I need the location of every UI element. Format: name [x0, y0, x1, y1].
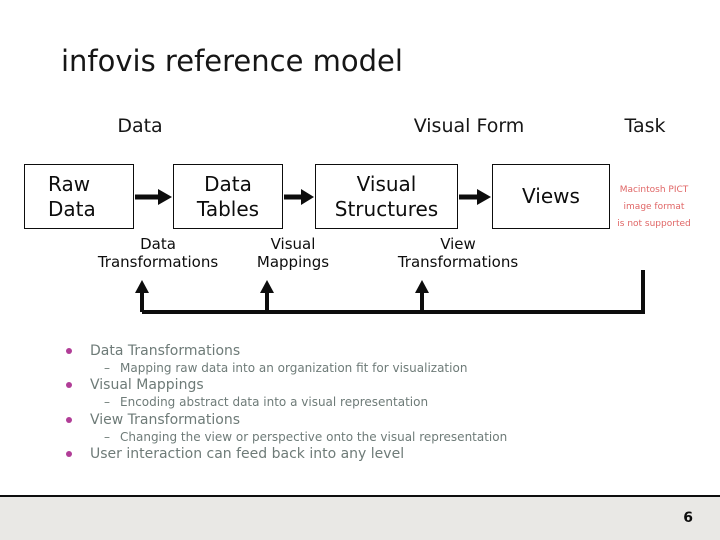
dash-bullet-icon: – [104, 430, 110, 444]
bullet-label: Visual Mappings [90, 377, 204, 393]
bullet-label: Data Transformations [90, 343, 241, 359]
column-header-data: Data [117, 115, 163, 137]
bullet-item-visual-mappings: Visual Mappings [66, 377, 204, 393]
pict-placeholder: Macintosh PICT image format is not suppo… [616, 182, 692, 233]
box-views: Views [492, 164, 610, 229]
bullet-item-data-transformations: Data Transformations [66, 343, 240, 359]
sub-bullet-label: Encoding abstract data into a visual rep… [120, 395, 429, 409]
feedback-line [135, 270, 645, 314]
box-raw-data: Raw Data [24, 164, 134, 229]
box-data-tables-line1: Data [204, 171, 252, 196]
pict-placeholder-line: image format [623, 202, 685, 212]
bullet-label: View Transformations [90, 412, 241, 428]
bullet-label: User interaction can feed back into any … [90, 446, 405, 462]
edge-label-visual-mappings: Visual Mappings [257, 235, 329, 271]
box-data-tables-line2: Tables [196, 196, 260, 221]
bullet-subitem: – Mapping raw data into an organization … [104, 361, 467, 375]
pict-placeholder-line: Macintosh PICT [619, 185, 689, 195]
column-header-task: Task [624, 115, 666, 137]
bullet-dot-icon [66, 451, 72, 457]
bullet-subitem: – Encoding abstract data into a visual r… [104, 395, 428, 409]
feedback-arrowhead-icon [260, 280, 274, 293]
edge-label-line: Data [140, 235, 176, 253]
edge-label-line: Transformations [97, 253, 219, 271]
bullet-subitem: – Changing the view or perspective onto … [104, 430, 507, 444]
bullet-item-user-interaction: User interaction can feed back into any … [66, 446, 404, 462]
edge-label-view-transformations: View Transformations [398, 235, 518, 271]
slide-title: infovis reference model [61, 44, 403, 78]
edge-label-line: Mappings [256, 253, 330, 271]
arrow-structures-to-views-icon [459, 189, 491, 205]
edge-label-data-transformations: Data Transformations [98, 235, 218, 271]
footer-divider [0, 495, 720, 497]
dash-bullet-icon: – [104, 395, 110, 409]
page-number: 6 [683, 510, 693, 526]
footer-bar: 6 [0, 497, 720, 540]
bullet-dot-icon [66, 348, 72, 354]
box-data-tables: Data Tables [173, 164, 283, 229]
box-views-line1: Views [522, 184, 580, 208]
bullet-item-view-transformations: View Transformations [66, 412, 240, 428]
arrow-tables-to-structures-icon [284, 189, 314, 205]
edge-label-line: View [440, 235, 476, 253]
bullet-dot-icon [66, 417, 72, 423]
box-visual-structures: Visual Structures [315, 164, 458, 229]
box-raw-data-line1: Raw [48, 171, 91, 196]
edge-label-line: Transformations [397, 253, 519, 271]
column-header-visual-form: Visual Form [413, 115, 525, 137]
feedback-arrowhead-icon [415, 280, 429, 293]
arrow-raw-to-tables-icon [135, 189, 172, 205]
box-visual-structures-line1: Visual [356, 171, 417, 196]
edge-label-line: Visual [270, 235, 316, 253]
sub-bullet-label: Changing the view or perspective onto th… [120, 430, 508, 444]
pict-placeholder-line: is not supported [617, 219, 691, 229]
bullet-dot-icon [66, 382, 72, 388]
sub-bullet-label: Mapping raw data into an organization fi… [120, 361, 468, 375]
box-visual-structures-line2: Structures [334, 196, 439, 221]
dash-bullet-icon: – [104, 361, 110, 375]
box-raw-data-line2: Data [48, 196, 96, 221]
feedback-arrowhead-icon [135, 280, 149, 293]
